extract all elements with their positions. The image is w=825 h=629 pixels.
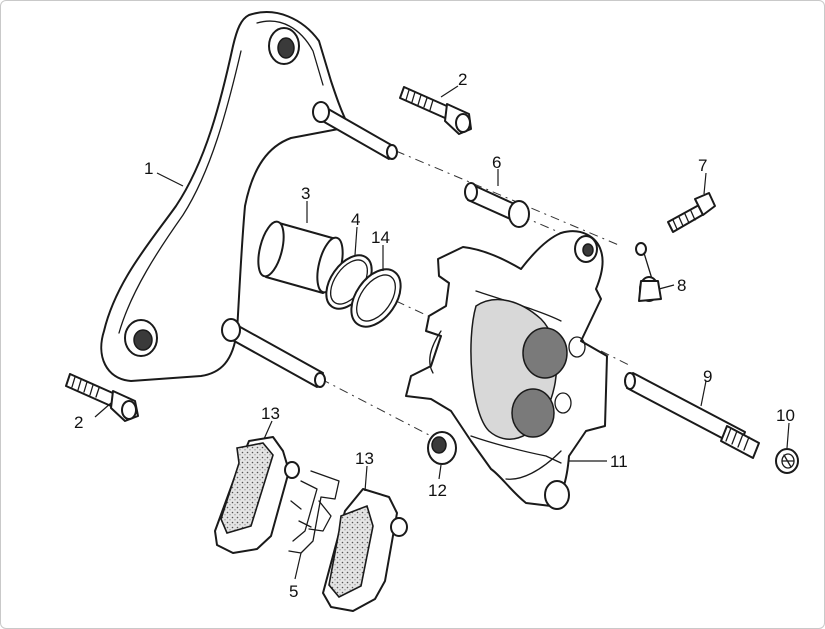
callout-8: 8 bbox=[677, 276, 686, 295]
bleeder-cap bbox=[635, 242, 662, 302]
dust-seal bbox=[350, 268, 402, 328]
brake-pad-right bbox=[322, 488, 408, 612]
brake-pad-left bbox=[214, 436, 300, 554]
callout-7: 7 bbox=[698, 156, 707, 175]
callout-10: 10 bbox=[776, 406, 795, 425]
pad-pin bbox=[624, 372, 760, 459]
callout-5: 5 bbox=[289, 582, 298, 601]
bolt-lower bbox=[65, 373, 139, 422]
callout-9: 9 bbox=[703, 367, 712, 386]
pin-sleeve bbox=[464, 182, 530, 228]
callout-6: 6 bbox=[492, 153, 501, 172]
callout-11: 11 bbox=[610, 452, 628, 471]
caliper-bracket bbox=[100, 11, 350, 382]
piston bbox=[257, 220, 344, 294]
caliper-plug bbox=[427, 431, 457, 465]
bolt-upper bbox=[399, 86, 472, 135]
callout-14: 14 bbox=[371, 228, 390, 247]
callout-3: 3 bbox=[301, 184, 310, 203]
callout-2-lower: 2 bbox=[74, 413, 83, 432]
callout-13-left: 13 bbox=[261, 404, 280, 423]
upper-guide-pin bbox=[312, 101, 398, 160]
leader-lines bbox=[94, 85, 790, 580]
pad-spring bbox=[288, 470, 340, 554]
bleeder-screw bbox=[667, 192, 716, 233]
lower-guide-pin bbox=[221, 318, 326, 388]
callout-4: 4 bbox=[351, 210, 360, 229]
callout-1: 1 bbox=[144, 159, 153, 178]
callout-12: 12 bbox=[428, 481, 447, 500]
callout-13-right: 13 bbox=[355, 449, 374, 468]
callouts: 1 2 2 3 4 14 6 7 8 9 10 11 12 13 13 5 bbox=[74, 70, 795, 601]
callout-2-upper: 2 bbox=[458, 70, 467, 89]
caliper-body bbox=[405, 230, 608, 510]
pin-plug bbox=[775, 448, 799, 474]
